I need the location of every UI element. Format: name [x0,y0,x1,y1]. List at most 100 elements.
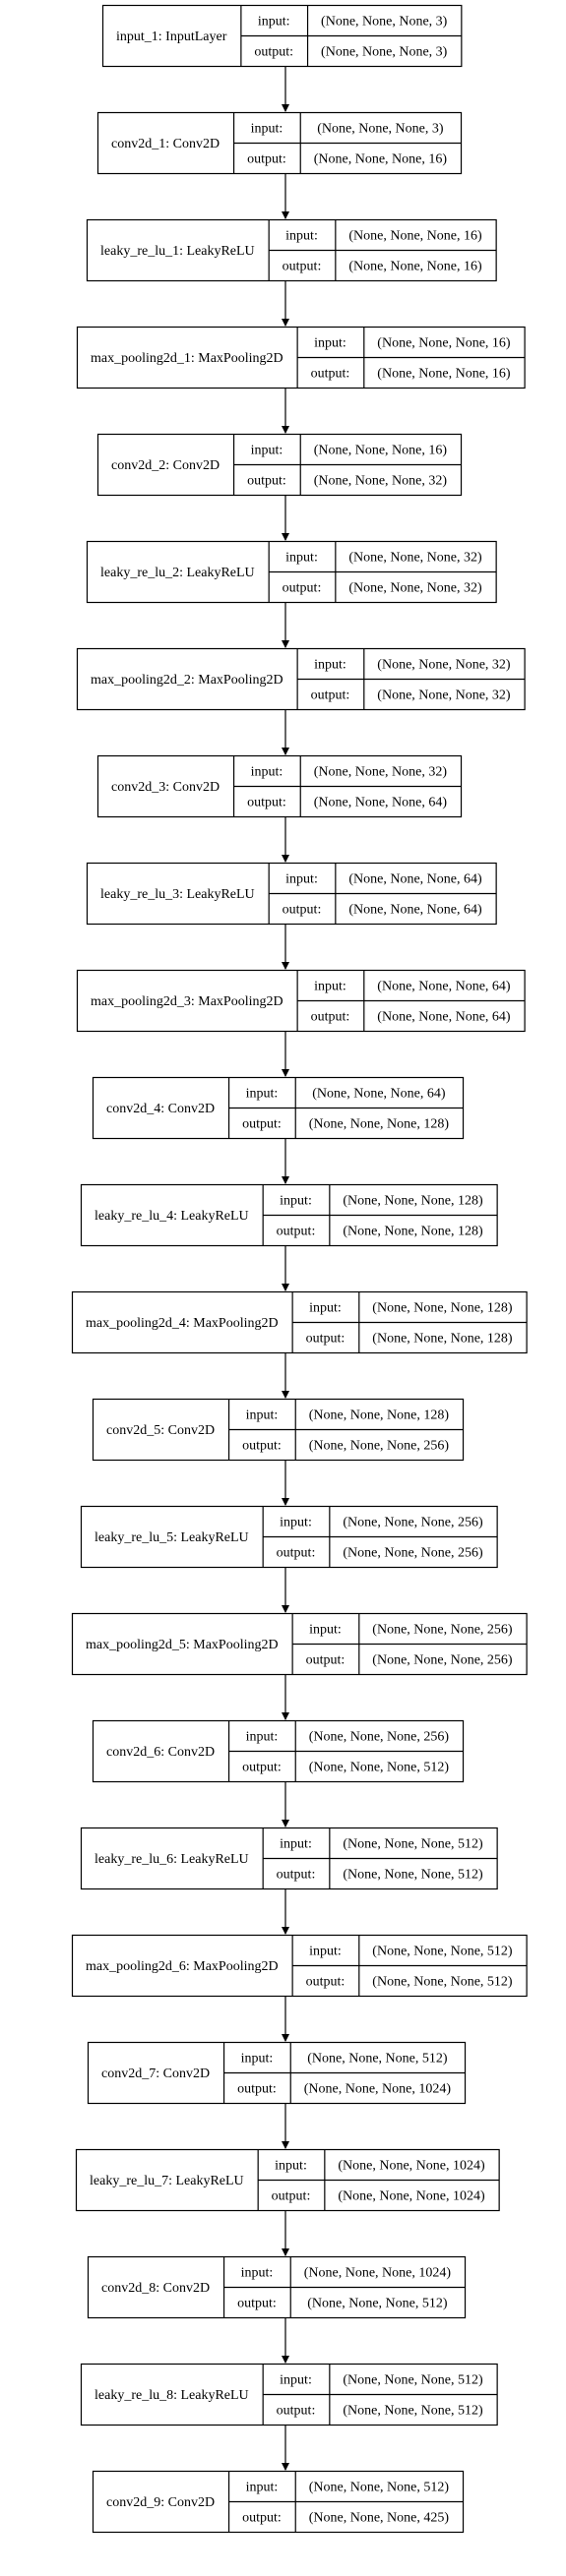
input-port-label: input: [246,1087,279,1102]
input-port-label: input: [251,765,283,780]
input-shape: (None, None, None, 512) [343,2373,483,2388]
layer-node: leaky_re_lu_5: LeakyReLUinput:output:(No… [80,1505,498,1569]
layer-name: leaky_re_lu_1: LeakyReLU [100,244,255,259]
output-shape: (None, None, None, 512) [343,2404,483,2419]
input-port-label: input: [246,1408,279,1423]
input-shape: (None, None, None, 512) [372,1945,513,1959]
layer-name: conv2d_1: Conv2D [111,137,220,151]
output-port-label: output: [283,581,322,596]
input-port-label: input: [309,1945,342,1959]
layer-name: max_pooling2d_2: MaxPooling2D [91,673,283,688]
input-shape: (None, None, None, 128) [343,1194,483,1209]
input-shape: (None, None, None, 512) [343,1837,483,1852]
output-port-label: output: [237,2082,277,2097]
layer-node: leaky_re_lu_6: LeakyReLUinput:output:(No… [80,1827,498,1890]
layer-name: leaky_re_lu_7: LeakyReLU [90,2174,244,2188]
layer-name: leaky_re_lu_6: LeakyReLU [94,1852,249,1867]
layer-name: input_1: InputLayer [116,30,227,44]
input-shape: (None, None, None, 128) [309,1408,450,1423]
output-shape: (None, None, None, 128) [309,1117,450,1132]
output-port-label: output: [237,2297,277,2311]
output-shape: (None, None, None, 1024) [338,2189,485,2204]
layer-node: max_pooling2d_5: MaxPooling2D input: outpu… [71,1612,528,1676]
output-shape: (None, None, None, 16) [314,152,448,167]
input-shape: (None, None, None, 64) [377,980,511,994]
layer-node: leaky_re_lu_8: LeakyReLUinput:output:(No… [80,2363,498,2426]
output-shape: (None, None, None, 32) [377,689,511,703]
input-shape: (None, None, None, 32) [348,551,482,566]
output-shape: (None, None, None, 64) [348,903,482,918]
layer-node: leaky_re_lu_3: LeakyReLUinput:output:(No… [86,862,497,926]
layer-node: leaky_re_lu_4: LeakyReLUinput:output:(No… [80,1183,498,1247]
input-shape: (None, None, None, 128) [372,1301,513,1316]
layer-node: max_pooling2d_6: MaxPooling2D input: outpu… [71,1934,528,1998]
input-shape: (None, None, None, 16) [348,229,482,244]
output-shape: (None, None, None, 16) [377,367,511,382]
input-port-label: input: [258,15,290,30]
output-port-label: output: [306,1332,346,1347]
output-port-label: output: [311,1010,350,1025]
layer-name: leaky_re_lu_3: LeakyReLU [100,887,255,902]
output-port-label: output: [277,1868,316,1883]
input-shape: (None, None, None, 32) [377,658,511,673]
layer-name: leaky_re_lu_4: LeakyReLU [94,1209,249,1224]
layer-name: max_pooling2d_5: MaxPooling2D [86,1638,279,1652]
output-port-label: output: [311,367,350,382]
input-shape: (None, None, None, 64) [312,1087,446,1102]
output-shape: (None, None, None, 256) [309,1439,450,1454]
layer-name: leaky_re_lu_2: LeakyReLU [100,566,255,580]
layer-node: leaky_re_lu_2: LeakyReLU input: output: (No… [86,540,497,604]
input-shape: (None, None, None, 256) [372,1623,513,1638]
output-shape: (None, None, None, 425) [309,2511,450,2526]
output-port-label: output: [242,1117,282,1132]
output-port-label: output: [254,45,293,60]
output-port-label: output: [306,1653,346,1668]
layer-name: conv2d_6: Conv2D [106,1745,215,1760]
output-port-label: output: [283,260,322,274]
output-shape: (None, None, None, 1024) [304,2082,452,2097]
layer-node: input_1: InputLayer input: output: (None, N… [101,4,463,68]
output-shape: (None, None, None, 3) [321,45,448,60]
output-port-label: output: [247,796,286,810]
input-port-label: input: [275,2159,307,2174]
output-port-label: output: [277,1546,316,1561]
input-shape: (None, None, None, 1024) [304,2266,452,2281]
layer-node: leaky_re_lu_1: LeakyReLUinput:output:(No… [86,218,497,282]
input-port-label: input: [285,551,318,566]
input-port-label: input: [314,658,346,673]
input-port-label: input: [241,2266,274,2281]
input-shape: (None, None, None, 16) [377,336,511,351]
input-port-label: input: [314,980,346,994]
output-port-label: output: [242,1439,282,1454]
output-shape: (None, None, None, 256) [343,1546,483,1561]
input-shape: (None, None, None, 512) [309,2481,450,2495]
output-shape: (None, None, None, 128) [372,1332,513,1347]
output-shape: (None, None, None, 16) [348,260,482,274]
layer-name: max_pooling2d_3: MaxPooling2D [91,994,283,1009]
output-shape: (None, None, None, 32) [348,581,482,596]
output-port-label: output: [247,152,286,167]
input-port-label: input: [285,872,318,887]
input-port-label: input: [309,1623,342,1638]
input-port-label: input: [280,2373,312,2388]
input-port-label: input: [280,1194,312,1209]
output-shape: (None, None, None, 512) [343,1868,483,1883]
layer-name: max_pooling2d_6: MaxPooling2D [86,1959,279,1974]
input-shape: (None, None, None, 3) [321,15,448,30]
layer-name: max_pooling2d_4: MaxPooling2D [86,1316,279,1331]
output-port-label: output: [242,1761,282,1775]
input-port-label: input: [309,1301,342,1316]
input-port-label: input: [246,2481,279,2495]
layer-node: max_pooling2d_4: MaxPooling2D input: outpu… [71,1290,528,1354]
output-shape: (None, None, None, 512) [309,1761,450,1775]
output-port-label: output: [306,1975,346,1990]
input-port-label: input: [246,1730,279,1745]
output-shape: (None, None, None, 128) [343,1225,483,1239]
layer-name: leaky_re_lu_5: LeakyReLU [94,1530,249,1545]
